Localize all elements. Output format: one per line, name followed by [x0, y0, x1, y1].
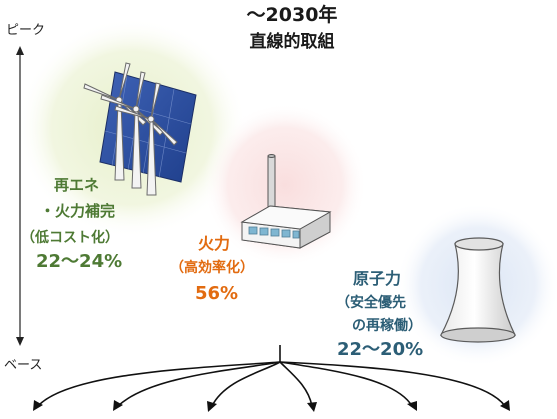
diagram-title: ～2030年	[246, 4, 338, 26]
thermal-label: 火力	[198, 234, 231, 253]
arrowhead-icon	[407, 401, 417, 411]
axis-arrow-up-icon	[16, 46, 24, 55]
arrowhead-icon	[307, 402, 317, 412]
renewable-note: （低コスト化）	[21, 230, 119, 246]
arrowhead-icon	[33, 400, 43, 411]
vertical-axis	[16, 46, 24, 346]
diagram-subtitle: 直線的取組	[249, 32, 335, 52]
axis-arrow-down-icon	[16, 337, 24, 346]
arrowhead-icon	[113, 400, 123, 411]
nuclear-note: （安全優先	[336, 295, 406, 311]
nuclear-label: 原子力	[353, 269, 402, 288]
thermal-share: 56%	[195, 283, 239, 304]
renewable-label: 再エネ	[54, 176, 100, 194]
axis-label-base: ベース	[4, 358, 43, 373]
arrowhead-icon	[500, 400, 510, 411]
nuclear-share: 22～20%	[337, 339, 424, 360]
axis-label-peak: ピーク	[6, 23, 46, 38]
renewable-sublabel: ・火力補完	[40, 202, 116, 220]
renewable-share: 22～24%	[36, 251, 123, 272]
arrowhead-icon	[207, 401, 217, 412]
nuclear-note-2: の再稼働）	[352, 318, 422, 334]
thermal-note: （高効率化）	[170, 260, 254, 276]
